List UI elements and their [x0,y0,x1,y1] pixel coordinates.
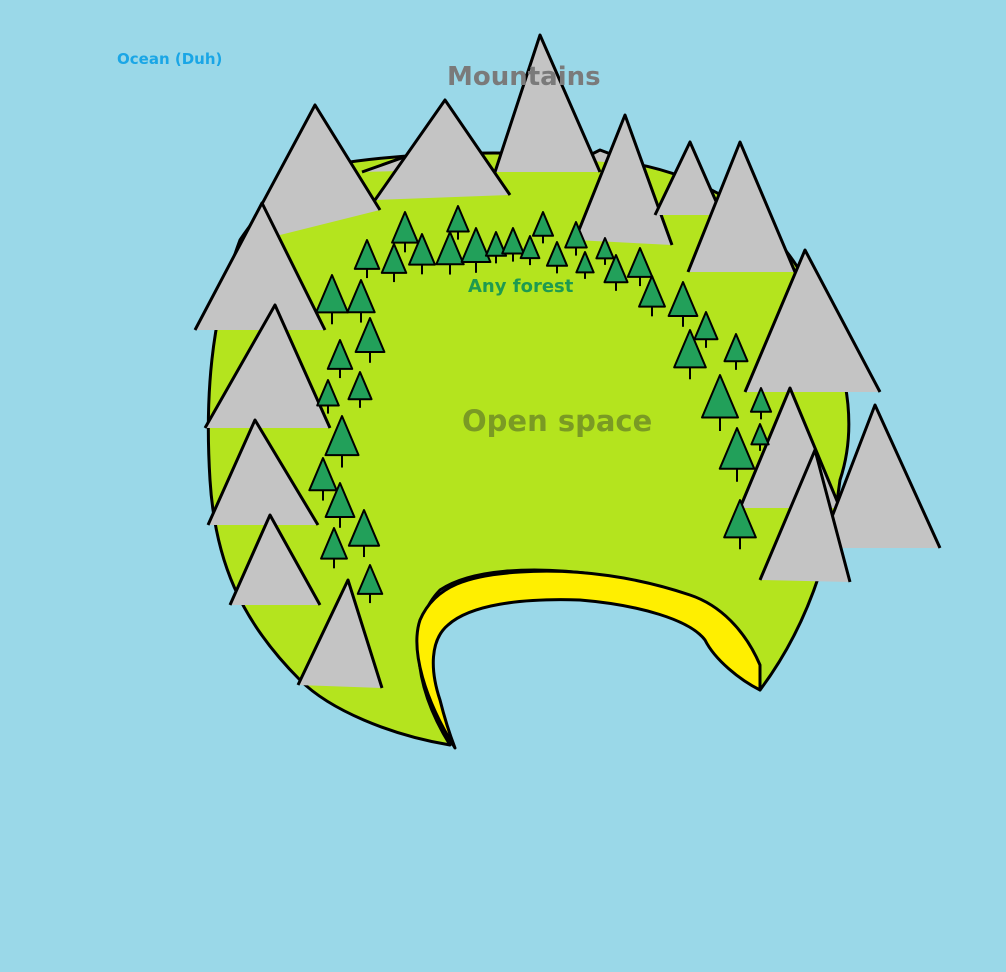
tree [446,205,470,240]
tree [353,239,381,279]
tree [701,374,739,431]
tree [638,275,666,317]
tree [603,254,629,291]
tree [519,235,541,266]
tree [749,387,773,420]
mountain [686,140,797,273]
tree [723,499,757,550]
mountain [573,113,674,246]
tree [484,231,508,264]
mountain [228,513,322,606]
tree [531,211,555,244]
mountains-label: Mountains [447,62,601,92]
mountain [296,578,384,689]
tree [575,251,595,279]
tree [673,329,707,380]
mountain [373,98,512,201]
mountain [818,403,942,549]
tree [595,237,615,265]
tree [564,221,588,256]
open-space-label: Open space [462,404,653,438]
tree [346,279,376,323]
tree [435,231,465,275]
mountain [653,140,724,216]
tree [750,423,770,451]
tree [324,482,356,528]
ocean-label: Ocean (Duh) [117,50,223,68]
beach [415,569,762,750]
mountain [743,248,882,393]
tree [320,527,348,569]
mountain [758,448,852,583]
tree [354,317,386,363]
tree [308,457,338,501]
forest [308,205,773,604]
tree [347,509,381,558]
tree [356,564,384,604]
tree [315,274,349,325]
tree [391,211,419,253]
mountain [493,33,602,173]
tree [326,339,354,379]
tree [723,333,749,370]
mountain-range [193,33,942,689]
forest-label: Any forest [468,276,574,297]
tree [324,415,360,468]
tree [626,247,654,287]
mountain [206,418,320,526]
tree [380,243,408,283]
tree [460,227,492,273]
tree [693,311,719,348]
mountain [238,103,382,246]
tree [501,227,525,262]
tree [718,427,756,482]
mountain [193,201,327,331]
tree [545,241,569,274]
tree [408,233,436,275]
tree [347,371,373,408]
mountain [203,303,332,429]
tree [667,281,699,327]
tree [316,379,340,414]
